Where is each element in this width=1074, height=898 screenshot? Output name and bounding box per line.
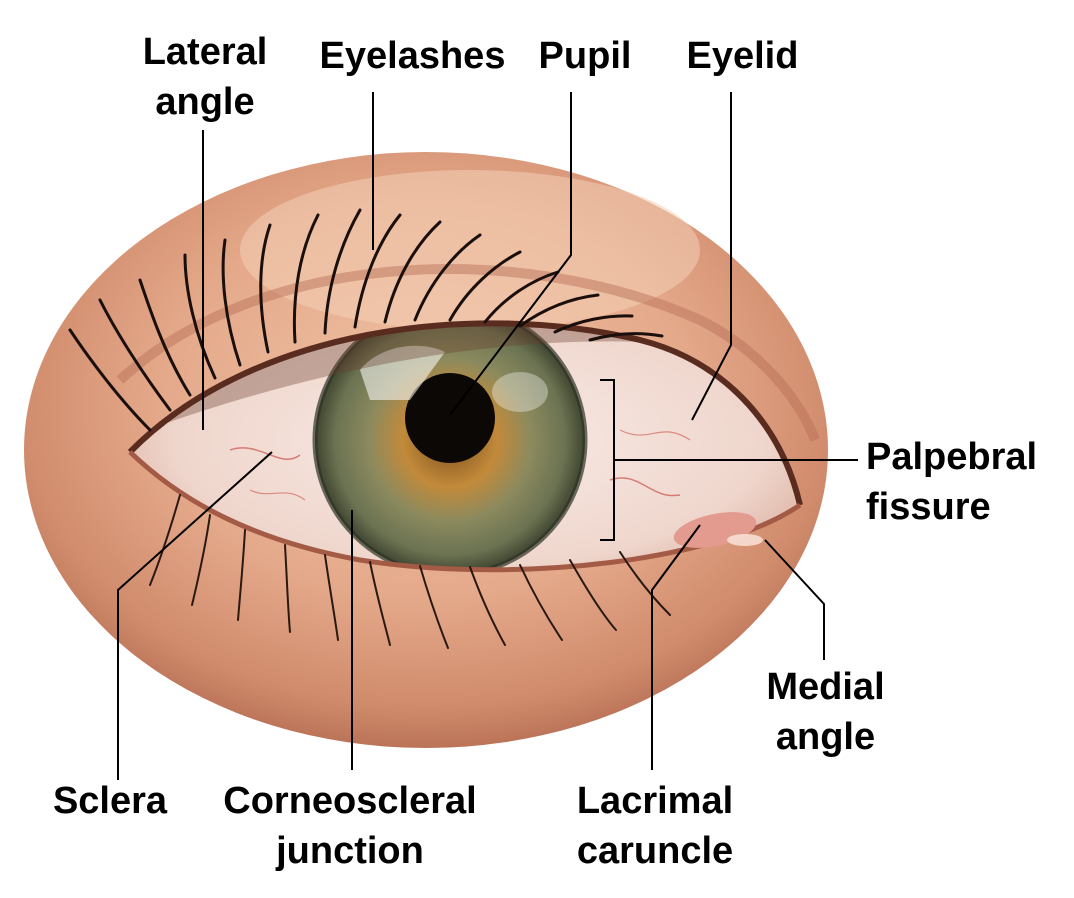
label-lacrimal-caruncle: Lacrimal caruncle	[576, 780, 734, 872]
leader-lines	[117, 92, 858, 780]
skin-highlight	[240, 170, 700, 330]
pupil	[405, 373, 495, 463]
label-sclera: Sclera	[52, 780, 168, 822]
eyelid-crease	[116, 264, 820, 442]
label-pupil: Pupil	[538, 35, 632, 77]
leader-eyelid	[691, 92, 732, 421]
label-eyelashes: Eyelashes	[319, 35, 506, 77]
lower-eyelashes	[149, 494, 671, 649]
upper-lid-margin	[127, 320, 803, 506]
label-lateral-angle: Lateral angle	[142, 31, 268, 123]
leader-lacrimal-caruncle	[651, 524, 701, 770]
upper-eyelashes	[68, 208, 664, 432]
leader-pupil	[449, 92, 572, 416]
leader-medial-angle	[764, 539, 825, 660]
label-palpebral-fissure: Palpebral fissure	[866, 436, 1038, 528]
label-medial-angle: Medial angle	[766, 666, 885, 758]
label-eyelid: Eyelid	[686, 35, 799, 77]
leader-sclera	[117, 451, 273, 780]
label-corneoscleral-junction: Corneoscleral junction	[223, 780, 477, 872]
